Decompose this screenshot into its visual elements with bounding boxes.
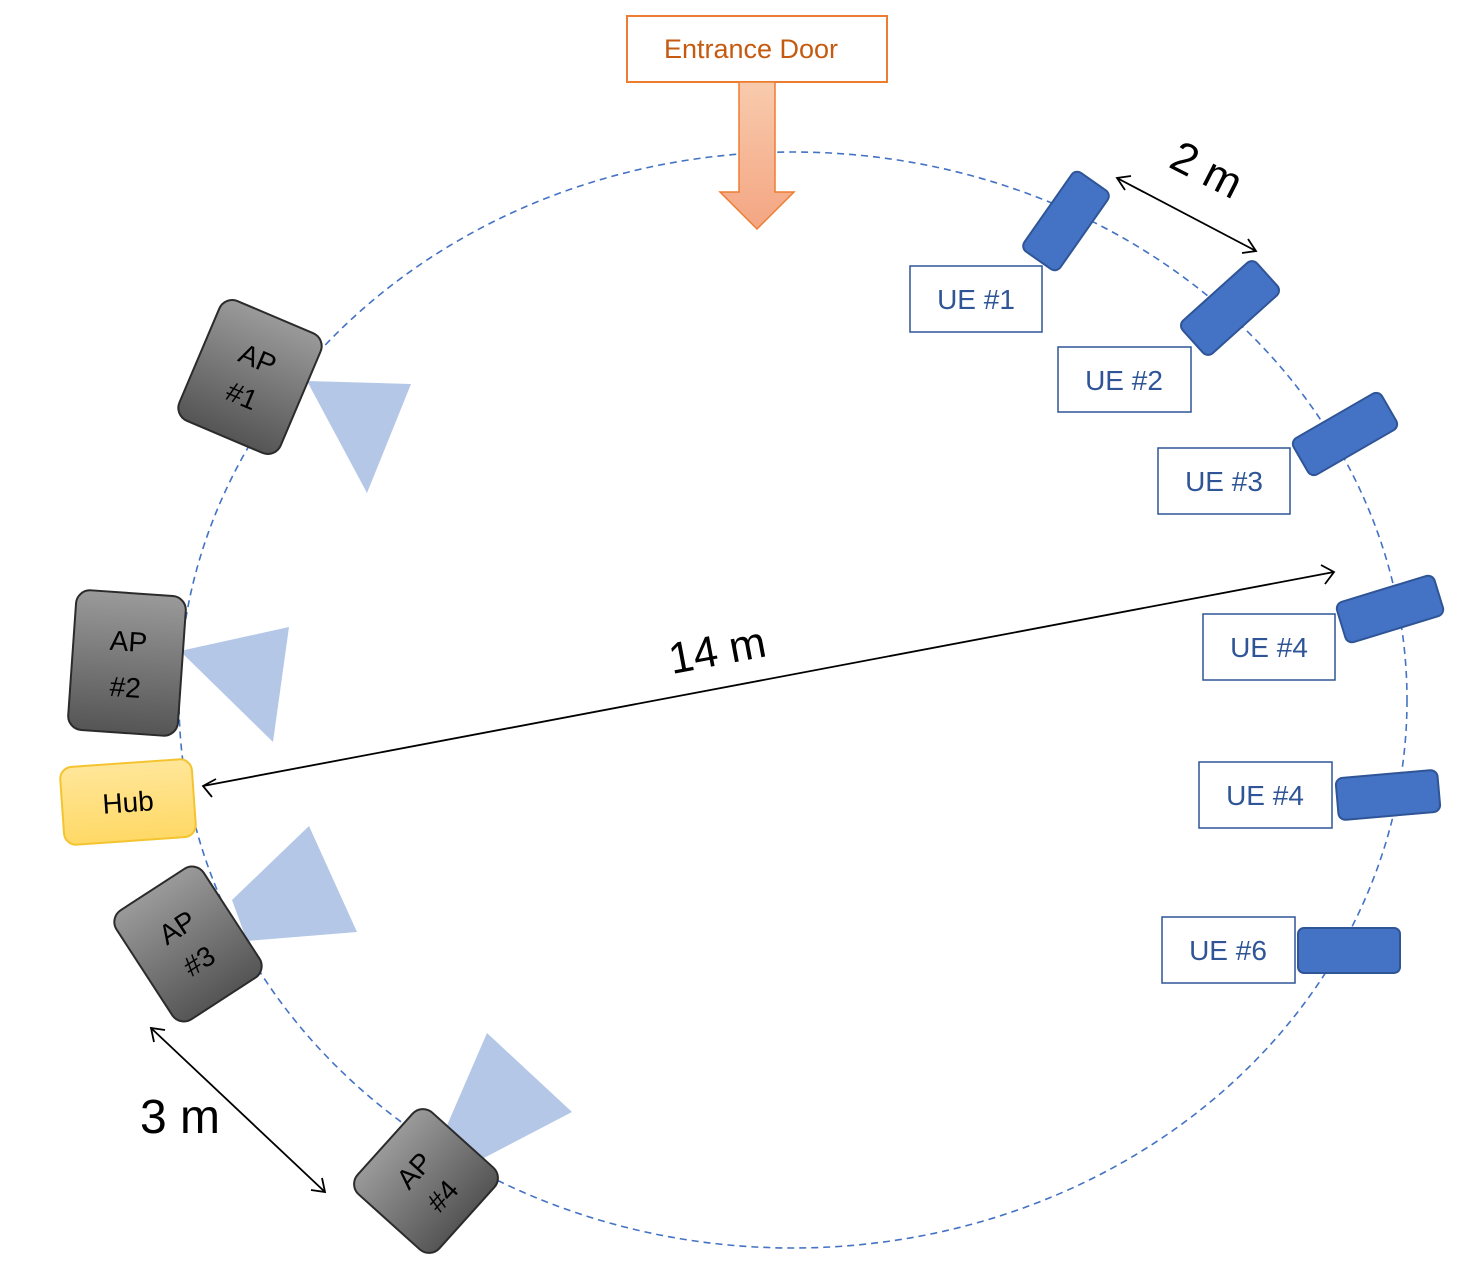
ue1-device (1022, 170, 1110, 272)
dimension-3m-label: 3 m (140, 1091, 220, 1144)
ue4b-device (1334, 769, 1442, 821)
ue6-label: UE #6 (1189, 935, 1267, 966)
dimension-14m-label: 14 m (665, 618, 770, 684)
access-point-2: AP #2 (67, 589, 187, 737)
dimension-2m (1115, 175, 1258, 254)
entrance-arrow (718, 81, 796, 231)
ap3-beam (232, 826, 357, 941)
entrance-door-label: Entrance Door (664, 34, 838, 64)
ue6-label-box: UE #6 (1161, 916, 1296, 984)
access-point-3: AP #3 (113, 865, 263, 1023)
ue4a-label-box: UE #4 (1202, 613, 1336, 681)
hub-label: Hub (101, 785, 154, 820)
dimension-14m (201, 564, 1336, 798)
hub: Hub (59, 758, 197, 846)
ue6-device (1297, 927, 1401, 974)
access-point-4: AP #4 (353, 1108, 499, 1254)
ap2-beam (180, 627, 289, 742)
ue2-label: UE #2 (1085, 365, 1163, 396)
dimension-3m (149, 1026, 327, 1194)
entrance-door: Entrance Door (626, 15, 888, 83)
ue1-label-box: UE #1 (909, 265, 1043, 333)
dimension-2m-label: 2 m (1163, 132, 1251, 209)
ue4b-label-box: UE #4 (1198, 761, 1333, 829)
ue1-label: UE #1 (937, 284, 1015, 315)
ue4a-label: UE #4 (1230, 632, 1308, 663)
ue3-device (1291, 391, 1399, 477)
ap1-beam (307, 381, 411, 493)
ap2-label-line1: AP (109, 625, 148, 659)
ue2-label-box: UE #2 (1057, 346, 1192, 413)
ap4-beam (445, 1033, 572, 1160)
ue3-label: UE #3 (1185, 466, 1263, 497)
ap2-label-line2: #2 (109, 671, 142, 704)
ue4a-device (1335, 574, 1445, 644)
access-point-1: AP #1 (177, 299, 323, 455)
ue3-label-box: UE #3 (1157, 447, 1291, 515)
ue2-device (1180, 260, 1280, 356)
ue4b-label: UE #4 (1226, 780, 1304, 811)
